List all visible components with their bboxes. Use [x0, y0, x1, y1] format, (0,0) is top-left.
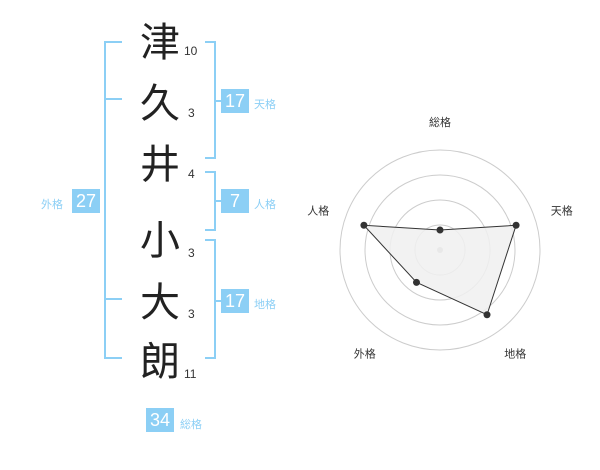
- name-char-5: 大: [140, 280, 180, 326]
- jinkaku-bracket-bottom: [205, 229, 216, 231]
- radar-axis-label-3: 地格: [504, 347, 526, 361]
- tenkaku-connector: [214, 100, 222, 102]
- gaikaku-tick-2: [104, 298, 122, 300]
- radar-point-4: [412, 278, 420, 286]
- radar-grid-ring-3: [364, 174, 516, 326]
- name-char-4: 小: [140, 218, 180, 264]
- jinkaku-connector: [214, 200, 222, 202]
- tenkaku-bracket-bottom: [205, 157, 216, 159]
- stroke-count-1: 10: [184, 44, 198, 58]
- radar-point-5: [360, 221, 368, 229]
- radar-axis-label-4: 外格: [354, 347, 376, 361]
- gaikaku-bracket-spine: [104, 41, 106, 359]
- chikaku-label: 地格: [254, 298, 276, 311]
- tenkaku-label: 天格: [254, 98, 276, 111]
- soukaku-label: 総格: [180, 418, 202, 431]
- stroke-count-3: 4: [188, 167, 195, 181]
- radar-point-2: [512, 221, 520, 229]
- gaikaku-bracket-bottom: [104, 357, 122, 359]
- chikaku-connector: [214, 300, 222, 302]
- stroke-count-4: 3: [188, 246, 195, 260]
- chikaku-bracket-bottom: [205, 357, 216, 359]
- radar-grid-ring-4: [339, 149, 541, 351]
- jinkaku-label: 人格: [254, 198, 276, 211]
- chikaku-bracket-spine: [214, 239, 216, 359]
- gaikaku-tick-1: [104, 98, 122, 100]
- gaikaku-label: 外格: [41, 198, 63, 211]
- radar-point-1: [436, 226, 444, 234]
- tenkaku-value: 17: [221, 89, 249, 113]
- radar-series-polygon: [362, 224, 517, 316]
- stroke-count-6: 11: [184, 367, 197, 381]
- radar-point-3: [483, 311, 491, 319]
- radar-axis-label-5: 人格: [307, 203, 329, 217]
- jinkaku-bracket-top: [205, 171, 216, 173]
- soukaku-value: 34: [146, 408, 174, 432]
- radar-axis-label-2: 天格: [551, 203, 573, 217]
- name-char-1: 津: [140, 20, 180, 66]
- name-char-3: 井: [140, 142, 180, 188]
- chikaku-value: 17: [221, 289, 249, 313]
- name-char-6: 朗: [140, 339, 180, 385]
- tenkaku-bracket-top: [205, 41, 216, 43]
- stroke-count-2: 3: [188, 106, 195, 120]
- gaikaku-value: 27: [72, 189, 100, 213]
- name-char-2: 久: [140, 81, 180, 127]
- gaikaku-bracket-top: [104, 41, 122, 43]
- jinkaku-value: 7: [221, 189, 249, 213]
- radar-axis-label-1: 総格: [429, 115, 451, 129]
- chikaku-bracket-top: [205, 239, 216, 241]
- stroke-count-5: 3: [188, 307, 195, 321]
